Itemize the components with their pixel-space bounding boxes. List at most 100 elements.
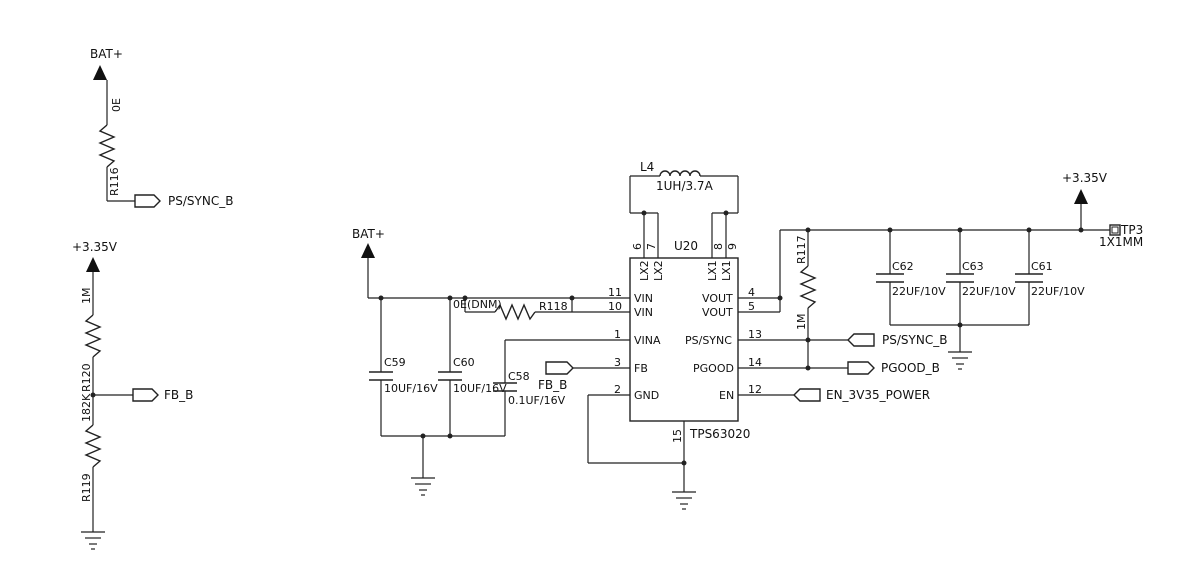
ground-symbol bbox=[81, 531, 105, 550]
r120-resistor bbox=[84, 314, 102, 358]
tp3-test-point bbox=[1109, 224, 1121, 236]
pin-name-ps-sync: PS/SYNC bbox=[685, 334, 732, 347]
pin-num-7: 7 bbox=[645, 243, 658, 250]
pin-name-lx1: LX1 bbox=[706, 260, 719, 281]
pin-name-vin: VIN bbox=[634, 292, 653, 305]
fb-b-port-left bbox=[132, 388, 159, 402]
pin-num-12: 12 bbox=[748, 383, 762, 396]
c62-value: 22UF/10V bbox=[892, 285, 946, 298]
pin-num-10: 10 bbox=[608, 300, 622, 313]
pin-name-vina: VINA bbox=[634, 334, 661, 347]
pin-num-5: 5 bbox=[748, 300, 755, 313]
tp3-test-point-inner bbox=[1111, 226, 1119, 234]
c58-value: 0.1UF/16V bbox=[508, 394, 566, 407]
rail-335-arrow-left bbox=[86, 257, 100, 272]
junction-dot bbox=[681, 460, 687, 466]
bat-plus-arrow-main bbox=[361, 243, 375, 258]
l4-ref: L4 bbox=[640, 160, 654, 174]
r117-ref: R117 bbox=[795, 235, 808, 264]
pin-num-14: 14 bbox=[748, 356, 762, 369]
pin-name-vout: VOUT bbox=[702, 306, 733, 319]
ground-symbol bbox=[948, 351, 972, 370]
l4-inductor-section: L4 1UH/3.7A bbox=[629, 160, 739, 216]
l4-inductor bbox=[659, 170, 701, 177]
feedback-divider-section: +3.35V 1M R120 FB_B 182K R119 bbox=[72, 240, 193, 550]
r116-ref: R116 bbox=[108, 167, 121, 196]
fb-b-net-main: FB_B bbox=[538, 378, 567, 392]
tp3-ref: TP3 bbox=[1120, 223, 1143, 237]
r116-section: BAT+ 0E R116 PS/SYNC_B bbox=[90, 47, 233, 208]
pin-name-gnd: GND bbox=[634, 389, 659, 402]
pgood-b-net: PGOOD_B bbox=[881, 361, 940, 375]
c59-value: 10UF/16V bbox=[384, 382, 438, 395]
ps-sync-b-net-left: PS/SYNC_B bbox=[168, 194, 233, 208]
c62-ref: C62 bbox=[892, 260, 914, 273]
bat-plus-label-left: BAT+ bbox=[90, 47, 123, 61]
ground-symbol bbox=[672, 491, 696, 510]
pin-name-vin: VIN bbox=[634, 306, 653, 319]
input-section: BAT+ 0E(DNM) R118 C59 10UF/16V C60 10UF/… bbox=[352, 227, 684, 496]
pin-name-en: EN bbox=[719, 389, 734, 402]
tp3-value: 1X1MM bbox=[1099, 235, 1143, 249]
r119-ref: R119 bbox=[80, 473, 93, 502]
r120-ref: R120 bbox=[80, 363, 93, 392]
c61-value: 22UF/10V bbox=[1031, 285, 1085, 298]
pin-name-pgood: PGOOD bbox=[693, 362, 734, 375]
pin-name-lx1: LX1 bbox=[720, 260, 733, 281]
ps-sync-b-net-main: PS/SYNC_B bbox=[882, 333, 947, 347]
pin-num-9: 9 bbox=[726, 243, 739, 250]
u20-part: TPS63020 bbox=[689, 427, 750, 441]
ground-symbol bbox=[411, 477, 435, 496]
rail-335-label-left: +3.35V bbox=[72, 240, 118, 254]
pin-name-vout: VOUT bbox=[702, 292, 733, 305]
pin-name-lx2: LX2 bbox=[652, 260, 665, 281]
junction-dot bbox=[777, 295, 783, 301]
pin-name-lx2: LX2 bbox=[638, 260, 651, 281]
ps-sync-b-port-main bbox=[847, 333, 875, 347]
pin-num-8: 8 bbox=[712, 243, 725, 250]
en-3v35-power-net: EN_3V35_POWER bbox=[826, 388, 930, 402]
r117-resistor bbox=[799, 265, 817, 309]
bat-plus-label-main: BAT+ bbox=[352, 227, 385, 241]
c58-ref: C58 bbox=[508, 370, 530, 383]
en-3v35-power-port bbox=[793, 388, 821, 402]
pin-num-11: 11 bbox=[608, 286, 622, 299]
r119-value: 182K bbox=[80, 393, 93, 422]
rail-335-label-main: +3.35V bbox=[1062, 171, 1108, 185]
output-section: +3.35V TP3 1X1MM R117 1M PS/SYNC_B PGOOD… bbox=[738, 171, 1143, 402]
r118-resistor bbox=[494, 303, 536, 321]
pgood-b-port bbox=[847, 361, 875, 375]
r118-ref: R118 bbox=[539, 300, 568, 313]
r119-resistor bbox=[84, 424, 102, 468]
u20-ic: U20 TPS63020 6 7 8 9 LX2 LX2 LX1 LX1 11 … bbox=[608, 213, 762, 510]
c63-value: 22UF/10V bbox=[962, 285, 1016, 298]
r116-resistor bbox=[98, 124, 116, 168]
fb-b-net-left: FB_B bbox=[164, 388, 193, 402]
r117-value: 1M bbox=[795, 314, 808, 331]
c63-ref: C63 bbox=[962, 260, 984, 273]
c59-ref: C59 bbox=[384, 356, 406, 369]
c60-value: 10UF/16V bbox=[453, 382, 507, 395]
ps-sync-b-port-left bbox=[134, 194, 161, 208]
pin-num-4: 4 bbox=[748, 286, 755, 299]
pin-name-fb: FB bbox=[634, 362, 648, 375]
l4-value: 1UH/3.7A bbox=[656, 179, 714, 193]
rail-335-arrow-main bbox=[1074, 189, 1088, 204]
c61-ref: C61 bbox=[1031, 260, 1053, 273]
pin-num-1: 1 bbox=[614, 328, 621, 341]
pin-num-6: 6 bbox=[631, 243, 644, 250]
fb-b-port-main bbox=[545, 361, 574, 375]
r118-value: 0E(DNM) bbox=[453, 298, 502, 311]
pin-num-13: 13 bbox=[748, 328, 762, 341]
junction-dot bbox=[723, 210, 729, 216]
junction-dot bbox=[447, 433, 453, 439]
junction-dot bbox=[641, 210, 647, 216]
r116-value: 0E bbox=[110, 98, 123, 112]
u20-ref: U20 bbox=[674, 239, 698, 253]
r120-value: 1M bbox=[80, 288, 93, 305]
pin-num-15: 15 bbox=[671, 429, 684, 443]
bat-plus-arrow-left bbox=[93, 65, 107, 80]
pin-num-3: 3 bbox=[614, 356, 621, 369]
pin-num-2: 2 bbox=[614, 383, 621, 396]
